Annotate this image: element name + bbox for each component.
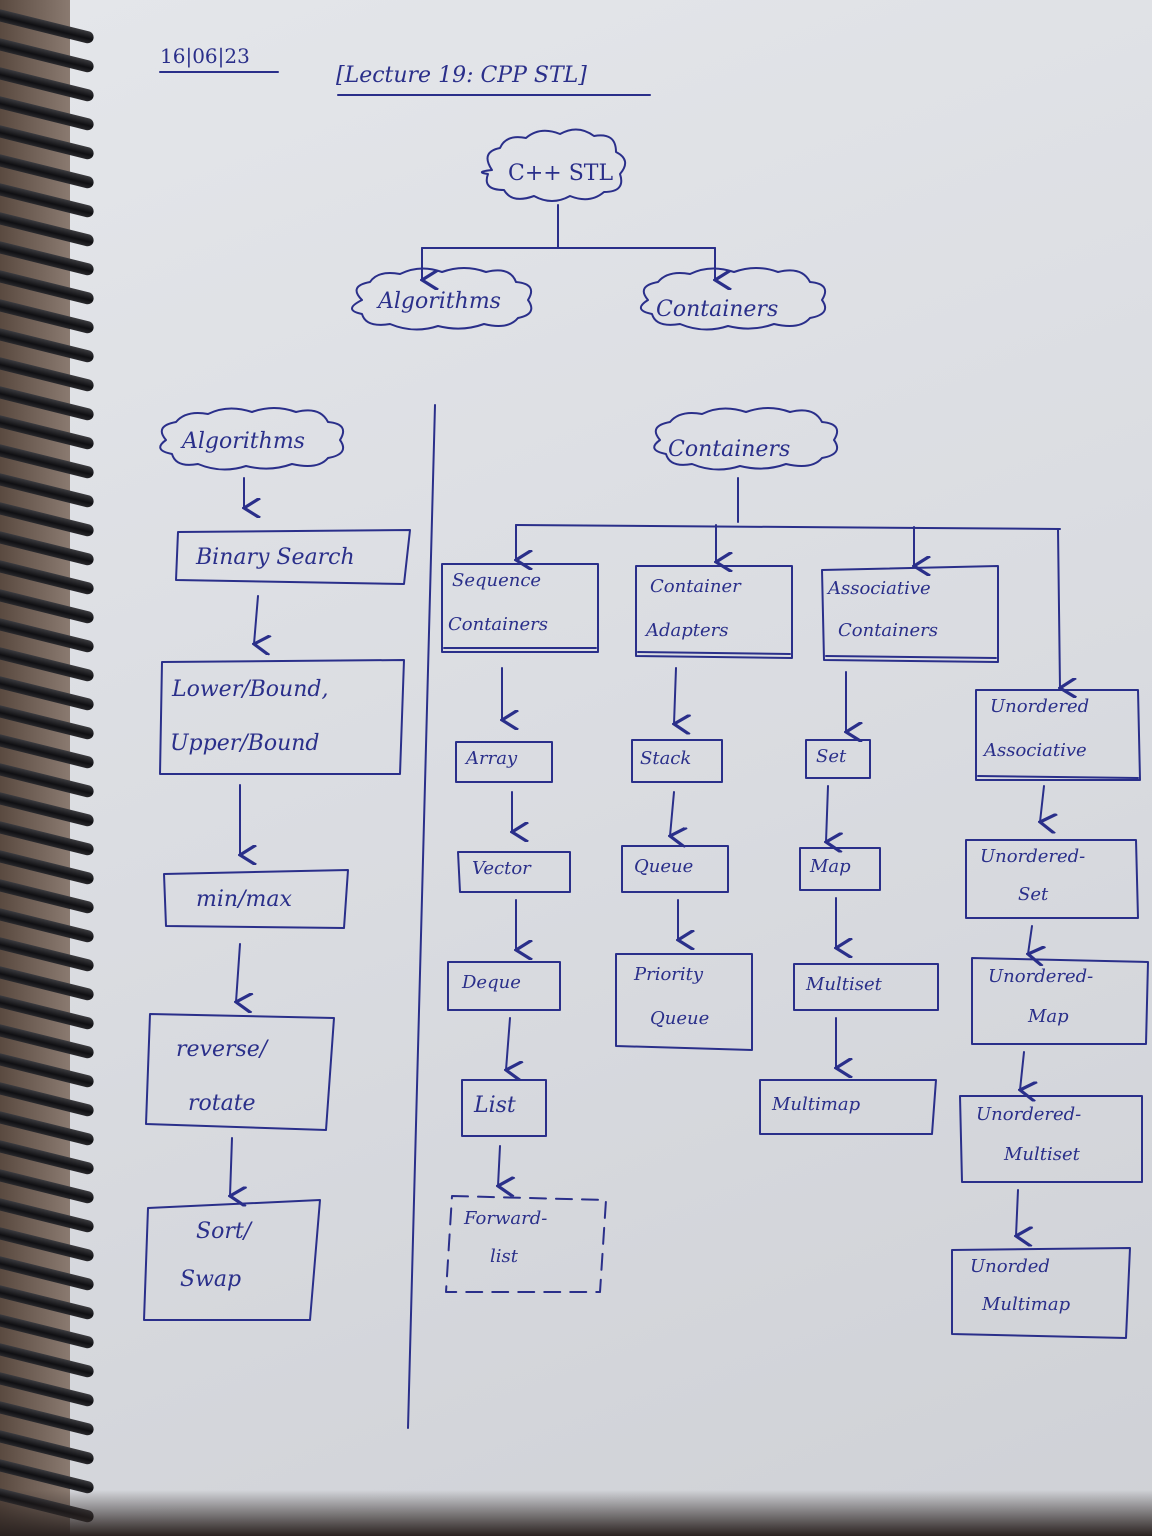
item-unordered-multiset-line1: Unordered- (976, 1104, 1082, 1125)
item-forward-list-line1: Forward- (464, 1208, 548, 1229)
box-queue (621, 845, 729, 893)
cat-associative-line2: Containers (838, 620, 939, 641)
root-node-label: C++ STL (508, 161, 614, 186)
box-set (805, 739, 871, 779)
algo-upper-bound: Upper/Bound (170, 731, 320, 756)
item-queue: Queue (634, 856, 694, 877)
page-shadow (0, 1490, 1152, 1536)
column-divider (407, 404, 436, 1429)
box-priority-queue (615, 953, 753, 1051)
item-deque: Deque (462, 972, 521, 993)
cat-adapters-line2: Adapters (646, 620, 729, 641)
item-map: Map (810, 856, 851, 877)
item-priority-queue-line2: Queue (650, 1008, 710, 1029)
box-list (461, 1079, 547, 1137)
box-reverse-rotate (145, 1013, 335, 1131)
cat-associative-line1: Associative (828, 578, 931, 599)
box-unordered-multimap (951, 1247, 1131, 1339)
box-stack (631, 739, 723, 783)
item-list: List (474, 1093, 516, 1118)
algo-sort: Sort/ (196, 1219, 252, 1244)
algo-lower-bound: Lower/Bound, (172, 677, 329, 702)
item-priority: Priority (634, 964, 704, 985)
box-map (799, 847, 881, 891)
box-unordered-set (965, 839, 1139, 919)
cat-adapters-line1: Container (650, 576, 741, 597)
top-algorithms-label: Algorithms (378, 289, 501, 314)
item-unordered-multiset-line2: Multiset (1004, 1144, 1080, 1165)
box-multimap (759, 1079, 937, 1135)
item-unordered-set-line2: Set (1018, 884, 1049, 905)
item-unordered-multimap-line1: Unorded (970, 1256, 1050, 1277)
box-deque (447, 961, 561, 1011)
item-stack: Stack (640, 748, 692, 769)
item-multiset: Multiset (806, 974, 882, 995)
cloud-containers (653, 407, 838, 471)
cat-sequence-line1: Sequence (452, 570, 542, 591)
box-lower-upper-bound (159, 659, 405, 775)
algo-swap: Swap (180, 1267, 242, 1292)
date: 16|06|23 (160, 44, 250, 68)
box-unordered-map (971, 957, 1149, 1045)
box-forward-list (445, 1195, 607, 1293)
box-sequence-containers (441, 563, 599, 653)
box-container-adapters (635, 565, 793, 659)
box-array (455, 741, 553, 783)
algo-reverse: reverse/ (176, 1037, 268, 1062)
box-multiset (793, 963, 939, 1011)
box-vector (457, 851, 571, 893)
algo-min-max: min/max (196, 887, 292, 912)
cloud-algorithms (159, 407, 344, 471)
algo-rotate: rotate (188, 1091, 256, 1116)
box-binary-search (175, 529, 411, 585)
algorithms-heading: Algorithms (182, 429, 305, 454)
top-containers-label: Containers (656, 297, 779, 322)
box-min-max (163, 869, 349, 929)
item-array: Array (466, 748, 518, 769)
cloud-containers-top (640, 267, 826, 331)
algo-binary-search: Binary Search (196, 545, 355, 570)
item-multimap: Multimap (772, 1094, 861, 1115)
item-set: Set (816, 746, 847, 767)
containers-heading: Containers (668, 437, 791, 462)
cat-unordered-line2: Associative (984, 740, 1087, 761)
cat-sequence-line2: Containers (448, 614, 549, 635)
item-unordered-map-line2: Map (1028, 1006, 1069, 1027)
cloud-algorithms-top (351, 267, 533, 331)
cloud-cpp-stl (481, 128, 627, 202)
box-sort-swap (143, 1199, 321, 1321)
item-unordered-set-line1: Unordered- (980, 846, 1086, 867)
cat-unordered-line1: Unordered (990, 696, 1090, 717)
box-unordered-associative (975, 689, 1141, 781)
item-unordered-multimap-line2: Multimap (982, 1294, 1071, 1315)
item-vector: Vector (472, 858, 531, 879)
lecture-title: [Lecture 19: CPP STL] (336, 63, 587, 88)
box-unordered-multiset (959, 1095, 1143, 1183)
box-associative-containers (821, 565, 999, 663)
item-unordered-map-line1: Unordered- (988, 966, 1094, 987)
item-forward-list-line2: list (490, 1246, 518, 1267)
